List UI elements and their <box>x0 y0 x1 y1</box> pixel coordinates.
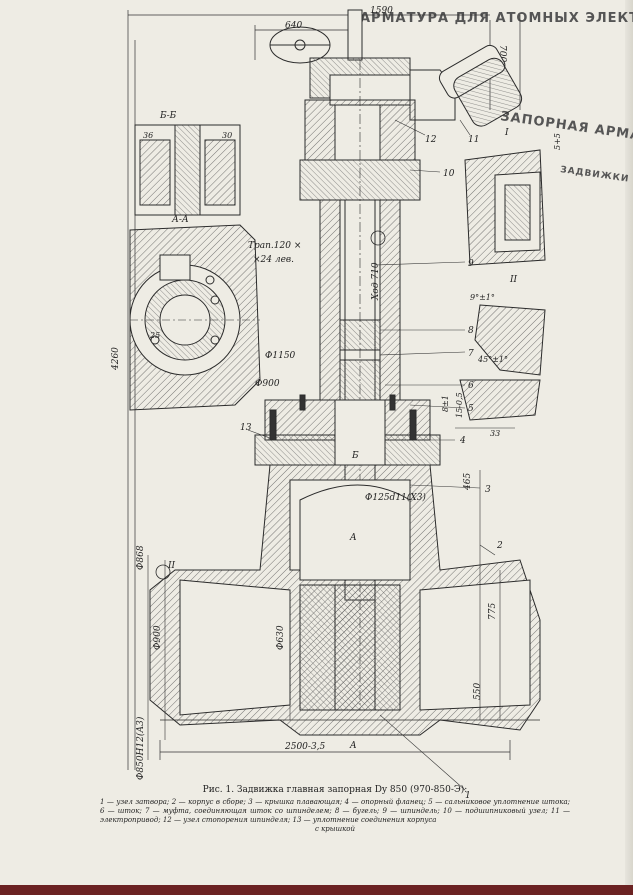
sheet-edge <box>625 0 633 895</box>
marker-a-mid: A <box>349 533 357 543</box>
dim-angle-1: 9°±1° <box>470 293 495 302</box>
side-heading-1: ЗАПОРНАЯ АРМАТ <box>499 109 633 145</box>
dim-465: 465 <box>463 473 473 491</box>
detail-2 <box>455 304 546 429</box>
marker-a-left: A <box>349 741 357 751</box>
dim-775: 775 <box>488 603 498 620</box>
section-bb <box>134 124 241 216</box>
body-dimensions <box>147 470 501 760</box>
dim-2500: 2500-3,5 <box>284 742 326 752</box>
dim-900: Φ900 <box>153 625 163 650</box>
marker-ii: II <box>167 561 176 571</box>
dim-700: 700 <box>497 45 507 62</box>
dim-125: Φ125d11(X3) <box>365 492 426 503</box>
dim-36: 36 <box>143 131 153 140</box>
caption-legend-end: с крышкой <box>314 825 356 833</box>
callout-1: 1 <box>465 791 471 801</box>
dim-4260: 4260 <box>111 347 121 371</box>
side-heading-2: ЗАДВИЖКИ <box>560 165 630 185</box>
section-bb-label: Б-Б <box>159 111 177 121</box>
dim-1590: 1590 <box>370 6 393 16</box>
callout-5: 5 <box>468 404 474 414</box>
dim-angle-2: 45°±1° <box>477 355 508 364</box>
detail-2-label: II <box>509 275 518 285</box>
valve-body <box>149 464 541 736</box>
detail-ii-circle <box>155 564 171 580</box>
callout-11: 11 <box>468 135 479 145</box>
callout-leaders <box>247 119 496 791</box>
dim-thread-2: ×24 лев. <box>253 255 294 265</box>
detail-1-label: I <box>504 128 509 138</box>
section-aa <box>129 224 261 411</box>
running-header: АРМАТУРА ДЛЯ АТОМНЫХ ЭЛЕКТРОСТАН <box>360 11 633 26</box>
caption-title: Рис. 1. Задвижка главная запорная Dy 850… <box>202 785 468 795</box>
dim-15: 15-0,5 <box>455 392 464 418</box>
callout-2: 2 <box>496 541 503 551</box>
callout-12: 12 <box>425 135 437 145</box>
electric-drive <box>438 44 523 127</box>
dim-550: 550 <box>473 683 483 700</box>
bonnet-flange <box>254 394 441 466</box>
detail-i-circle <box>370 230 386 246</box>
callout-8: 8 <box>468 326 474 336</box>
marker-b: Б <box>351 451 359 461</box>
dim-868: Φ868 <box>136 545 146 570</box>
callout-6: 6 <box>468 381 474 391</box>
dim-25: 25 <box>149 331 160 340</box>
figure-caption: Рис. 1. Задвижка главная запорная Dy 850… <box>100 785 570 833</box>
callout-4: 4 <box>459 436 466 446</box>
callout-9: 9 <box>468 259 474 269</box>
dim-51: 5+5 <box>553 133 562 150</box>
section-aa-label: А-А <box>171 215 189 225</box>
callout-7: 7 <box>468 349 474 359</box>
dim-30: 30 <box>222 131 232 140</box>
dim-850: Φ850Н12(А3) <box>135 716 146 780</box>
callout-10: 10 <box>443 169 455 179</box>
dim-thread: Трап.120 × <box>248 241 301 251</box>
dim-640: 640 <box>285 21 302 31</box>
dim-33: 33 <box>490 429 500 438</box>
sheet-fold-border <box>0 885 633 895</box>
dim-8: 8±1 <box>441 395 450 412</box>
detail-1 <box>464 149 546 266</box>
callout-3: 3 <box>485 485 491 495</box>
dim-1150: Φ1150 <box>265 351 296 361</box>
dim-stroke: Ход 710 <box>371 262 381 301</box>
dim-900b: Φ900 <box>255 379 280 389</box>
callout-13: 13 <box>240 423 252 433</box>
dim-630: Φ630 <box>276 625 286 650</box>
caption-legend: 1 — узел затвора; 2 — корпус в сборе; 3 … <box>100 798 570 824</box>
